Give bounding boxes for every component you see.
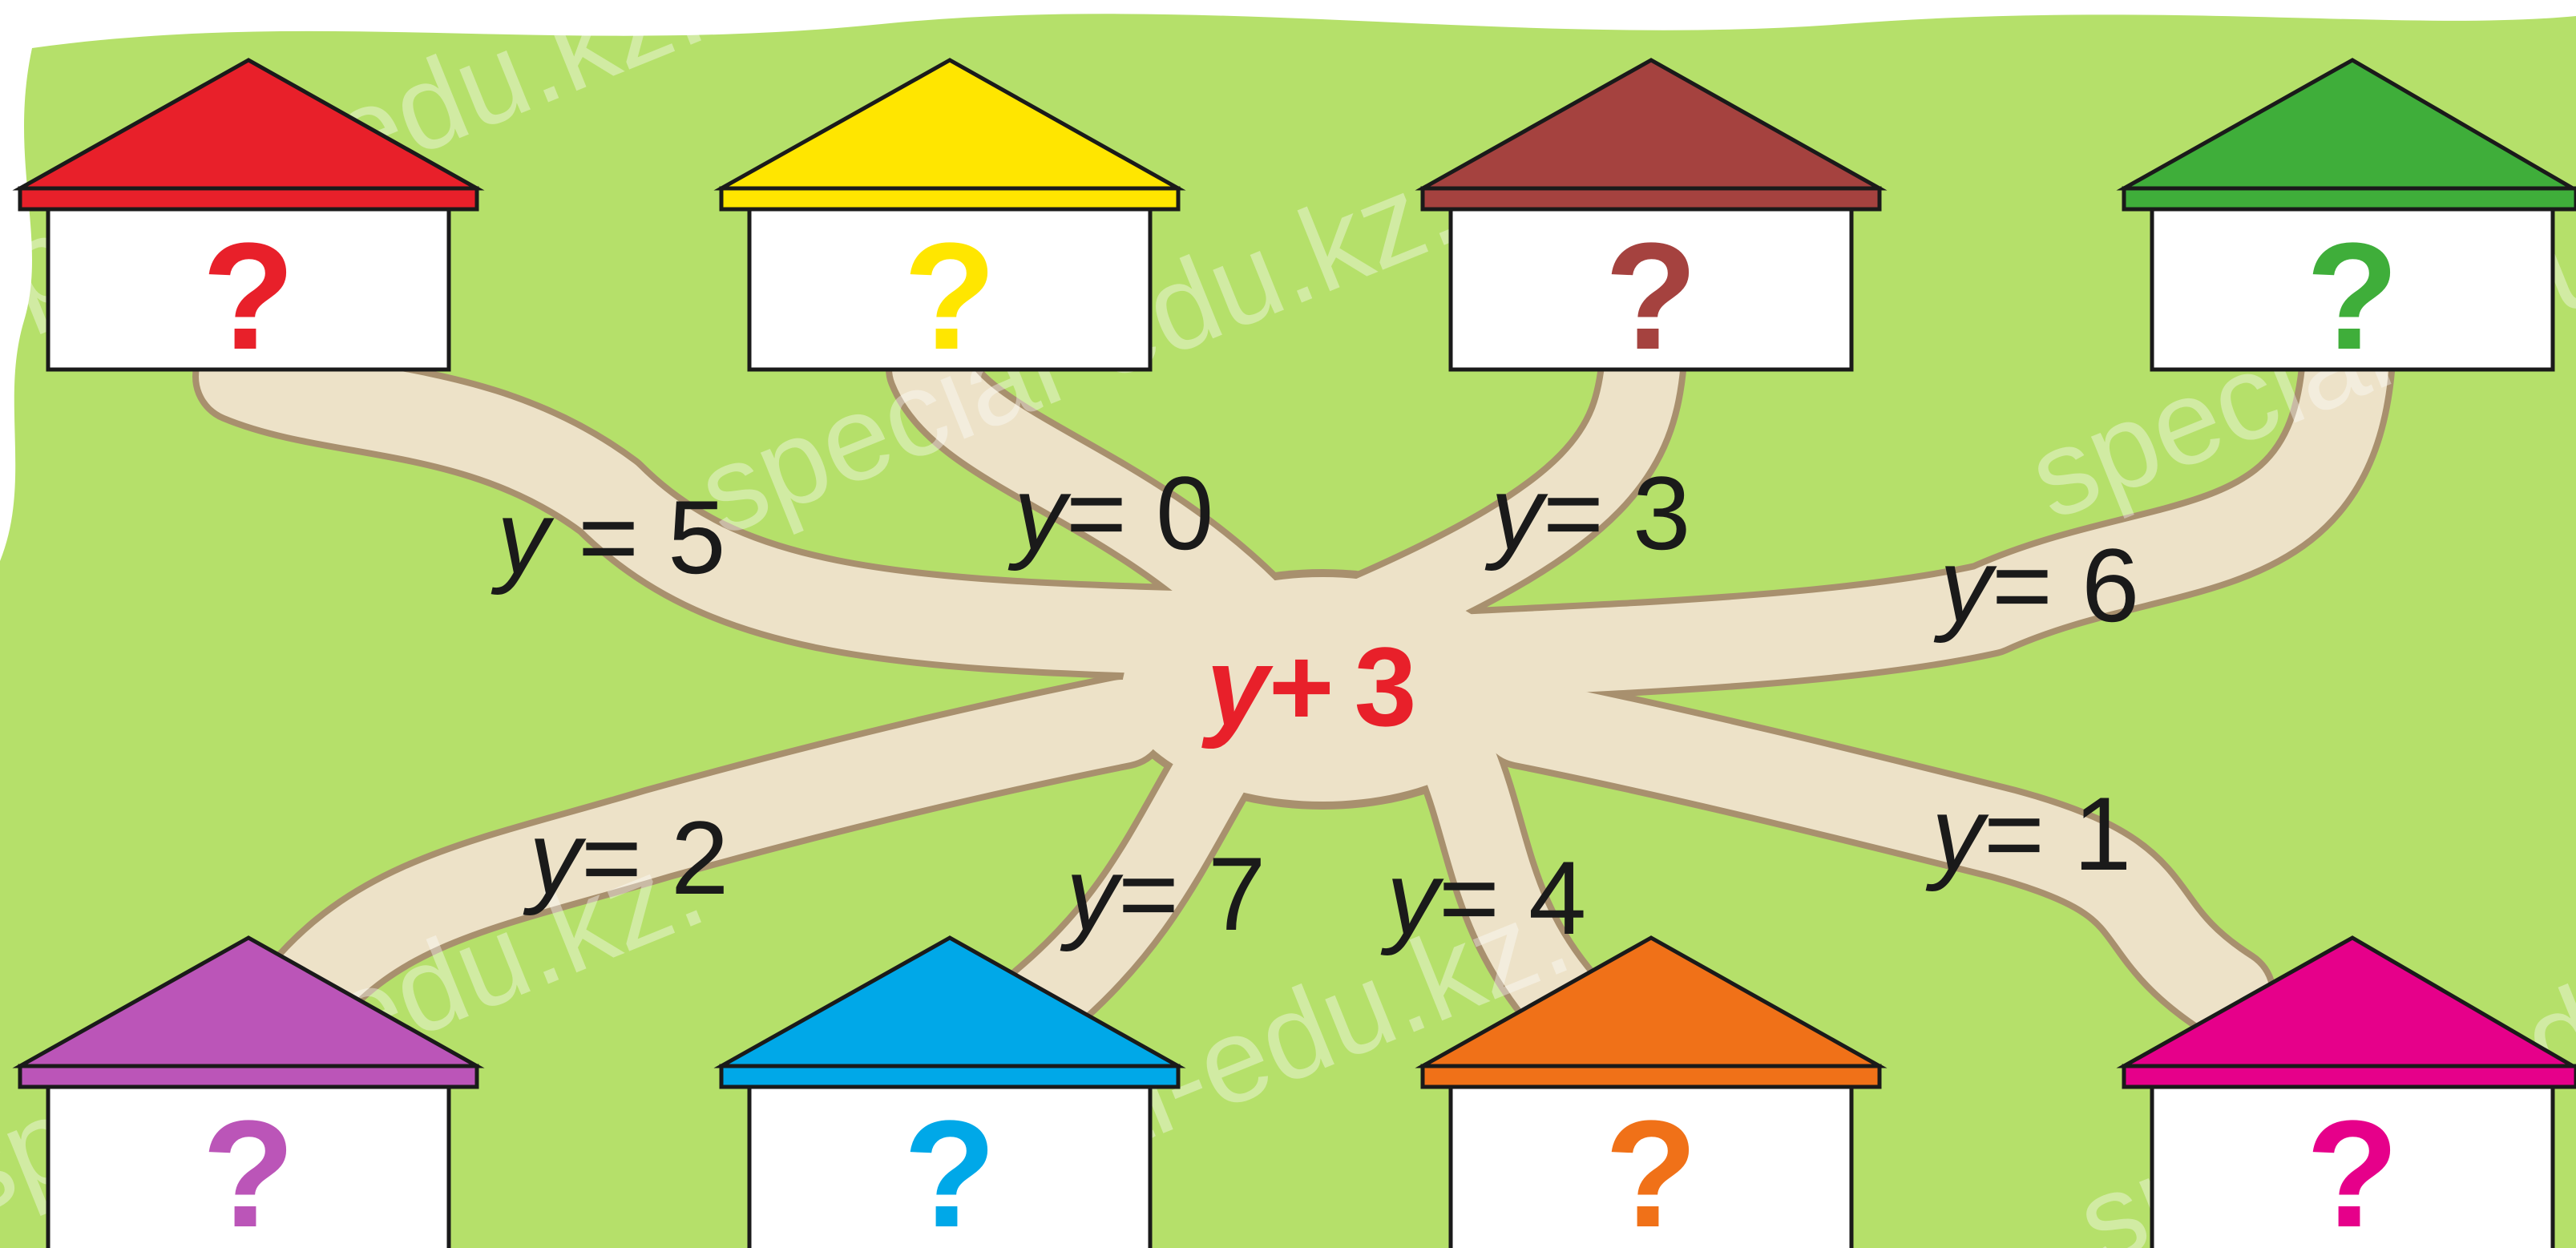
branch-label-1: y = 5 — [491, 479, 725, 596]
center-expression: y+3 — [1201, 624, 1417, 749]
question-mark: ? — [202, 1089, 295, 1248]
roof-eave — [1423, 188, 1880, 209]
branch-label-5: y= 2 — [523, 799, 729, 916]
branch-label-6: y= 7 — [1060, 835, 1266, 952]
roof-eave — [20, 1066, 477, 1087]
roof-eave — [2124, 188, 2576, 209]
branch-label-7: y= 4 — [1380, 839, 1586, 956]
question-mark: ? — [2306, 1089, 2399, 1248]
question-mark: ? — [202, 212, 295, 382]
roof-eave — [721, 1066, 1178, 1087]
roof-eave — [2124, 1066, 2576, 1087]
branch-label-2: y= 0 — [1007, 454, 1213, 571]
center-operator: + — [1269, 624, 1334, 749]
question-mark: ? — [1605, 212, 1698, 382]
center-constant: 3 — [1355, 624, 1417, 749]
question-mark: ? — [2306, 212, 2399, 382]
roof-eave — [20, 188, 477, 209]
branch-label-4: y= 6 — [1933, 527, 2139, 644]
roof-eave — [1423, 1066, 1880, 1087]
question-mark: ? — [903, 212, 996, 382]
center-variable: y — [1201, 624, 1274, 749]
roof-eave — [721, 188, 1178, 209]
branch-label-3: y= 3 — [1484, 454, 1690, 571]
branch-label-8: y= 1 — [1925, 775, 2131, 892]
question-mark: ? — [1605, 1089, 1698, 1248]
question-mark: ? — [903, 1089, 996, 1248]
